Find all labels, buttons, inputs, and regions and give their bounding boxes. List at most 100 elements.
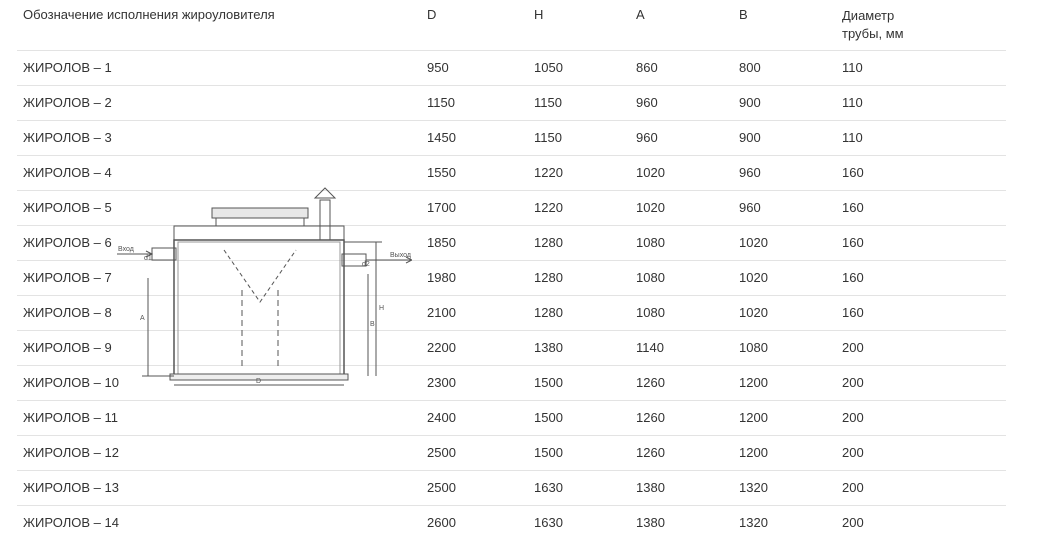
cell-pipe-diameter: 110 (842, 60, 863, 75)
table-row: ЖИРОЛОВ – 14 2600 1630 1380 1320 200 (17, 505, 1006, 541)
cell-a: 860 (636, 60, 658, 75)
cell-b: 1020 (739, 305, 768, 320)
cell-b: 1200 (739, 410, 768, 425)
header-pipe-diameter: Диаметр трубы, мм (842, 8, 904, 41)
cell-pipe-diameter: 110 (842, 95, 863, 110)
cell-d: 1700 (427, 200, 456, 215)
cell-pipe-diameter: 110 (842, 130, 863, 145)
table-row: ЖИРОЛОВ – 2 1150 1150 960 900 110 (17, 85, 1006, 121)
table-row: ЖИРОЛОВ – 7 1980 1280 1080 1020 160 (17, 260, 1006, 296)
cell-designation: ЖИРОЛОВ – 11 (23, 410, 118, 425)
cell-designation: ЖИРОЛОВ – 5 (23, 200, 112, 215)
cell-b: 960 (739, 200, 761, 215)
cell-d: 1150 (427, 95, 455, 110)
cell-designation: ЖИРОЛОВ – 7 (23, 270, 112, 285)
dim-label-b: B (370, 321, 375, 328)
cell-designation: ЖИРОЛОВ – 8 (23, 305, 112, 320)
cell-h: 1500 (534, 375, 563, 390)
cell-d: 2400 (427, 410, 456, 425)
dim-label-d1: d1 (144, 255, 152, 262)
cell-h: 1150 (534, 130, 562, 145)
cell-b: 1080 (739, 340, 768, 355)
table-row: ЖИРОЛОВ – 12 2500 1500 1260 1200 200 (17, 435, 1006, 471)
cell-a: 1260 (636, 375, 665, 390)
cell-pipe-diameter: 160 (842, 235, 864, 250)
cell-designation: ЖИРОЛОВ – 2 (23, 95, 112, 110)
cell-designation: ЖИРОЛОВ – 12 (23, 445, 119, 460)
cell-designation: ЖИРОЛОВ – 4 (23, 165, 112, 180)
cell-h: 1220 (534, 200, 563, 215)
cell-designation: ЖИРОЛОВ – 13 (23, 480, 119, 495)
cell-designation: ЖИРОЛОВ – 9 (23, 340, 112, 355)
cell-a: 1380 (636, 515, 665, 530)
cell-a: 1020 (636, 165, 665, 180)
cell-d: 950 (427, 60, 449, 75)
table-row: ЖИРОЛОВ – 4 1550 1220 1020 960 160 (17, 155, 1006, 191)
cell-b: 960 (739, 165, 761, 180)
cell-b: 1200 (739, 445, 768, 460)
cell-pipe-diameter: 200 (842, 340, 864, 355)
cell-pipe-diameter: 200 (842, 480, 864, 495)
cell-a: 1080 (636, 305, 665, 320)
cell-a: 960 (636, 130, 658, 145)
cell-b: 800 (739, 60, 761, 75)
cell-b: 1200 (739, 375, 768, 390)
cell-designation: ЖИРОЛОВ – 10 (23, 375, 119, 390)
cell-designation: ЖИРОЛОВ – 14 (23, 515, 119, 530)
cell-d: 2500 (427, 445, 456, 460)
outlet-label: Выход (390, 252, 411, 259)
header-designation: Обозначение исполнения жироуловителя (23, 7, 275, 22)
cell-designation: ЖИРОЛОВ – 6 (23, 235, 112, 250)
cell-d: 2200 (427, 340, 456, 355)
cell-h: 1220 (534, 165, 563, 180)
cell-h: 1150 (534, 95, 562, 110)
cell-a: 1020 (636, 200, 665, 215)
cell-h: 1280 (534, 305, 563, 320)
cell-d: 1980 (427, 270, 456, 285)
cell-h: 1050 (534, 60, 563, 75)
header-b: B (739, 7, 748, 22)
header-d: D (427, 7, 437, 22)
cell-a: 1260 (636, 445, 665, 460)
grease-trap-drawing: Вход Выход D H A B d1 d2 (112, 180, 412, 394)
cell-designation: ЖИРОЛОВ – 1 (23, 60, 112, 75)
inlet-label: Вход (118, 246, 134, 253)
cell-d: 1850 (427, 235, 456, 250)
cell-pipe-diameter: 200 (842, 410, 864, 425)
cell-h: 1380 (534, 340, 563, 355)
cell-d: 2300 (427, 375, 456, 390)
cell-d: 2100 (427, 305, 456, 320)
dim-label-a: A (140, 315, 145, 322)
table-row: ЖИРОЛОВ – 1 950 1050 860 800 110 (17, 50, 1006, 86)
cell-h: 1280 (534, 270, 563, 285)
cell-pipe-diameter: 200 (842, 375, 864, 390)
cell-b: 900 (739, 95, 761, 110)
cell-b: 1320 (739, 515, 768, 530)
cell-pipe-diameter: 160 (842, 165, 864, 180)
cell-pipe-diameter: 160 (842, 200, 864, 215)
cell-pipe-diameter: 200 (842, 515, 864, 530)
header-a: A (636, 7, 645, 22)
cell-d: 1550 (427, 165, 456, 180)
table-row: ЖИРОЛОВ – 10 2300 1500 1260 1200 200 (17, 365, 1006, 401)
cell-d: 2500 (427, 480, 456, 495)
table-row: ЖИРОЛОВ – 5 1700 1220 1020 960 160 (17, 190, 1006, 226)
cell-pipe-diameter: 160 (842, 270, 864, 285)
cell-d: 1450 (427, 130, 456, 145)
cell-b: 900 (739, 130, 761, 145)
cell-h: 1630 (534, 515, 563, 530)
header-h: H (534, 7, 544, 22)
cell-pipe-diameter: 200 (842, 445, 864, 460)
cell-a: 960 (636, 95, 658, 110)
cell-a: 1080 (636, 270, 665, 285)
dim-label-d2: d2 (362, 261, 370, 268)
cell-d: 2600 (427, 515, 456, 530)
cell-b: 1020 (739, 270, 768, 285)
cell-h: 1500 (534, 445, 563, 460)
dim-label-d: D (256, 378, 261, 385)
